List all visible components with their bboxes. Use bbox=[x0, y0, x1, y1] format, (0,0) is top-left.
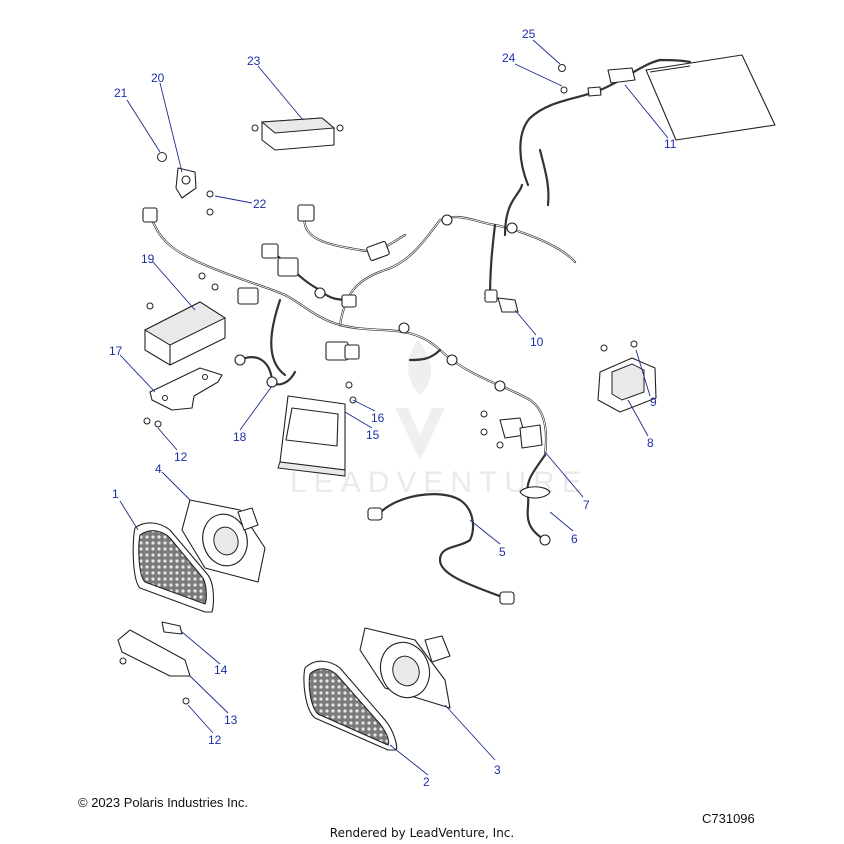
callout-9: 9 bbox=[650, 395, 657, 409]
rendered-by-text: Rendered by LeadVenture, Inc. bbox=[329, 826, 515, 840]
callout-8: 8 bbox=[647, 436, 654, 450]
callout-14: 14 bbox=[214, 663, 228, 677]
callout-4: 4 bbox=[155, 462, 162, 476]
callout-6: 6 bbox=[571, 532, 578, 546]
part-7-switch-assembly bbox=[480, 410, 543, 449]
part-22-screws bbox=[206, 190, 214, 216]
callout-7: 7 bbox=[583, 498, 590, 512]
callout-18: 18 bbox=[233, 430, 247, 444]
callout-22: 22 bbox=[253, 197, 267, 211]
part-6-harness bbox=[519, 453, 551, 546]
part-19-control-module bbox=[143, 272, 227, 366]
part-2-grille-right bbox=[303, 660, 398, 751]
part-1-grille-left bbox=[132, 522, 215, 613]
part-18-harness bbox=[234, 354, 297, 388]
callout-11: 11 bbox=[664, 137, 677, 151]
screw-25 bbox=[558, 64, 566, 72]
callout-25: 25 bbox=[522, 27, 536, 41]
callout-19: 19 bbox=[141, 252, 155, 266]
copyright-text: © 2023 Polaris Industries Inc. bbox=[78, 795, 248, 810]
callout-12-left: 12 bbox=[174, 450, 188, 464]
part-23-module bbox=[251, 117, 344, 151]
callout-20: 20 bbox=[151, 71, 165, 85]
main-wiring-harness bbox=[142, 183, 577, 457]
part-15-display bbox=[277, 381, 357, 477]
part-9-screws bbox=[600, 340, 638, 352]
part-12-screws-left bbox=[143, 417, 162, 428]
part-3-speaker-right bbox=[359, 627, 451, 709]
part-13-bracket bbox=[117, 629, 191, 677]
callout-5: 5 bbox=[499, 545, 506, 559]
callout-16: 16 bbox=[371, 411, 385, 425]
callout-1: 1 bbox=[112, 487, 119, 501]
part-4-speaker-left bbox=[181, 499, 266, 583]
callout-15: 15 bbox=[366, 428, 380, 442]
callout-13: 13 bbox=[224, 713, 238, 727]
callout-12-bottom: 12 bbox=[208, 733, 222, 747]
leader-lines bbox=[119, 39, 669, 776]
callout-10: 10 bbox=[530, 335, 544, 349]
callout-24: 24 bbox=[502, 51, 516, 65]
part-11-antenna-harness bbox=[519, 54, 776, 207]
part-10-connector bbox=[497, 297, 519, 313]
callout-2: 2 bbox=[423, 775, 430, 789]
callout-3: 3 bbox=[494, 763, 501, 777]
part-12-screw-bottom bbox=[182, 697, 190, 705]
screw-24 bbox=[560, 86, 568, 94]
callout-labels: 1 2 3 4 5 6 7 8 9 10 11 12 12 13 14 15 1… bbox=[109, 27, 677, 789]
part-5-harness bbox=[367, 493, 515, 605]
part-17-bracket bbox=[149, 367, 223, 411]
part-21-nut bbox=[157, 152, 167, 162]
callout-17: 17 bbox=[109, 344, 123, 358]
part-8-mount bbox=[597, 357, 657, 413]
callout-21: 21 bbox=[114, 86, 128, 100]
diagram-code: C731096 bbox=[702, 811, 755, 826]
part-14-connector bbox=[161, 621, 183, 635]
callout-23: 23 bbox=[247, 54, 261, 68]
part-20-connector-bracket bbox=[175, 167, 197, 199]
